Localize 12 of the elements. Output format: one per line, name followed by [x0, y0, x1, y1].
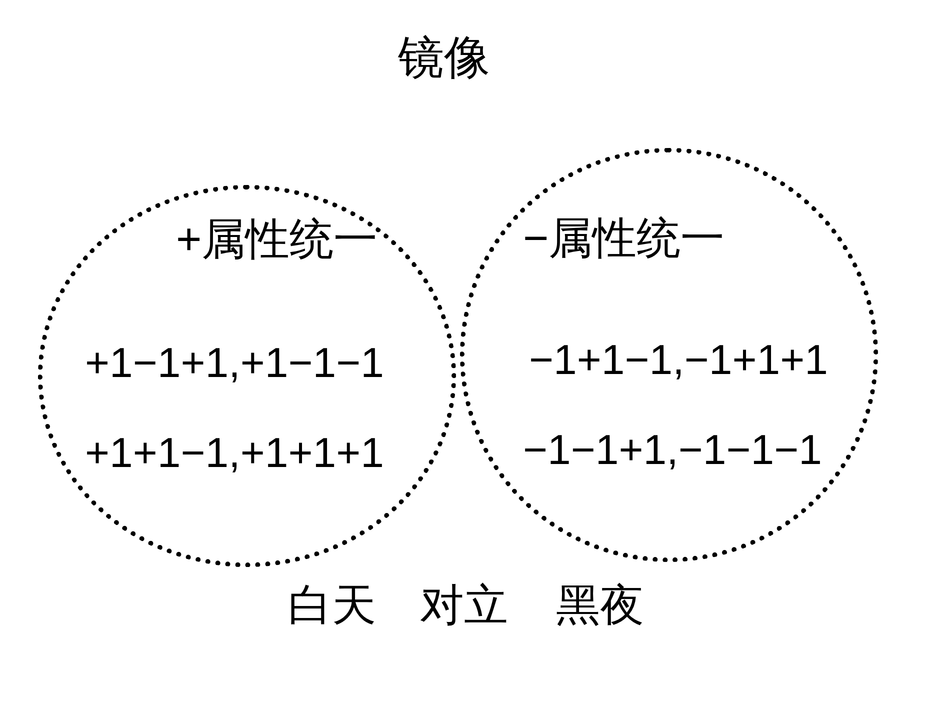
sequence-text: −1+1−1,−1+1+1: [529, 339, 828, 381]
circle-heading: +属性统一: [176, 218, 378, 262]
sequence-text: −1−1+1,−1−1−1: [523, 429, 822, 471]
sequence-text: +1+1−1,+1+1+1: [85, 432, 384, 474]
dotted-circle: [38, 185, 456, 567]
caption-word: 白天: [288, 584, 376, 628]
sequence-text: +1−1+1,+1−1−1: [85, 342, 384, 384]
caption-word: 黑夜: [556, 584, 644, 628]
caption-word: 对立: [420, 584, 508, 628]
dotted-circle: [460, 148, 878, 562]
title: 镜像: [398, 34, 490, 80]
circle-heading: −属性统一: [523, 217, 725, 261]
